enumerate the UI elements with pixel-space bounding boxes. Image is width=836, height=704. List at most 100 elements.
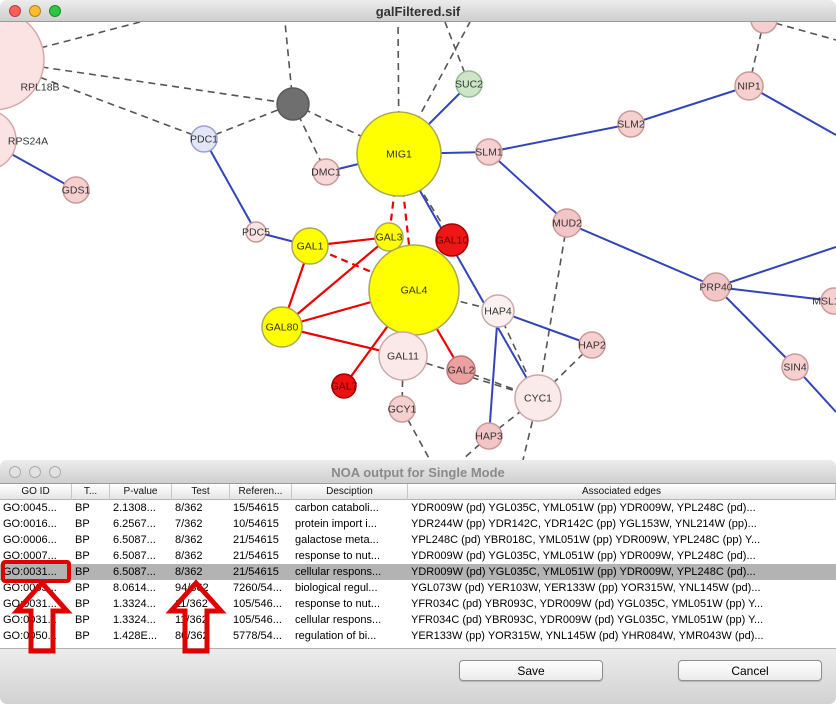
node-label: GAL2 [448, 365, 475, 377]
network-node-slm2[interactable] [617, 110, 645, 138]
table-cell: 6.5087... [113, 550, 156, 562]
network-node-gal3[interactable] [374, 222, 404, 252]
network-node-msl1[interactable] [820, 287, 836, 315]
column-header[interactable]: GO ID [0, 484, 72, 500]
minimize-button-inactive[interactable] [29, 466, 41, 478]
network-node-cyc1[interactable] [514, 374, 562, 422]
table-cell: response to nut... [295, 550, 380, 562]
node-label: GAL80 [266, 322, 299, 334]
network-node-mud2[interactable] [552, 208, 582, 238]
network-node-hap3[interactable] [475, 422, 503, 450]
column-header[interactable]: Associated edges [408, 484, 836, 500]
table-cell: 21/54615 [233, 566, 279, 578]
network-node-nip1[interactable] [734, 71, 764, 101]
network-edge[interactable] [488, 151, 568, 224]
network-node-pdc1[interactable] [190, 125, 218, 153]
network-node-dmc1[interactable] [312, 158, 340, 186]
close-button[interactable] [9, 5, 21, 17]
network-node-gal2[interactable] [446, 355, 476, 385]
table-cell: regulation of bi... [295, 630, 377, 642]
network-edge[interactable] [748, 85, 836, 136]
graph-window-titlebar[interactable]: galFiltered.sif [0, 0, 836, 22]
table-cell: GO:0006... [3, 534, 57, 546]
network-node-gal11[interactable] [378, 331, 428, 381]
network-node-rps24a[interactable] [0, 110, 17, 170]
table-cell: 7/362 [175, 518, 203, 530]
column-header[interactable]: Referen... [230, 484, 292, 500]
node-label: SUC2 [455, 79, 483, 91]
table-cell: 11/362 [175, 598, 208, 610]
network-edge[interactable] [566, 222, 717, 288]
network-node-gal7[interactable] [331, 373, 357, 399]
noa-window-titlebar[interactable]: NOA output for Single Mode [0, 460, 836, 484]
network-node-gcy1[interactable] [388, 395, 416, 423]
network-node-gal80[interactable] [261, 306, 303, 348]
network-edge[interactable] [715, 286, 835, 302]
zoom-button-inactive[interactable] [49, 466, 61, 478]
network-edge[interactable] [281, 236, 390, 328]
node-label: GAL7 [331, 381, 358, 393]
table-cell: 8.0614... [113, 582, 156, 594]
table-cell: GO:0045... [3, 502, 57, 514]
network-node-slm1[interactable] [475, 138, 503, 166]
noa-window-title: NOA output for Single Mode [331, 465, 505, 480]
network-edge[interactable] [203, 103, 294, 140]
close-button-inactive[interactable] [9, 466, 21, 478]
table-cell: YER133W (pp) YOR315W, YNL145W (pd) YHR08… [411, 630, 764, 642]
network-node-hap2[interactable] [578, 331, 606, 359]
zoom-button[interactable] [49, 5, 61, 17]
table-cell: 94/362 [175, 582, 209, 594]
table-cell: 1.3324... [113, 614, 156, 626]
network-node-mig1[interactable] [356, 111, 442, 197]
table-cell: 6.5087... [113, 534, 156, 546]
network-edge[interactable] [715, 286, 796, 368]
network-node-hap4[interactable] [481, 294, 515, 328]
network-edge[interactable] [537, 222, 568, 399]
table-cell: YFR034C (pd) YBR093C, YDR009W (pd) YGL03… [411, 598, 764, 610]
network-edge[interactable] [398, 153, 539, 399]
network-node-gal1[interactable] [291, 227, 329, 265]
column-header[interactable]: T... [72, 484, 110, 500]
network-edge[interactable] [488, 310, 499, 437]
network-node[interactable] [276, 87, 310, 121]
network-edge[interactable] [397, 22, 400, 155]
network-edge[interactable] [401, 408, 431, 460]
node-label: PDC5 [242, 227, 270, 239]
network-node-gal10[interactable] [435, 223, 469, 257]
table-cell: galactose meta... [295, 534, 379, 546]
column-header[interactable]: P-value [110, 484, 172, 500]
network-edge[interactable] [488, 123, 632, 153]
table-cell: BP [75, 534, 90, 546]
column-header[interactable]: Test [172, 484, 230, 500]
network-edge[interactable] [715, 246, 836, 288]
network-node-suc2[interactable] [455, 70, 483, 98]
column-header[interactable]: Desciption [292, 484, 408, 500]
node-label: CYC1 [524, 393, 552, 405]
network-edge[interactable] [522, 397, 539, 460]
network-node-rpl18b[interactable] [0, 22, 45, 111]
network-node-prp40[interactable] [701, 272, 731, 302]
node-label: GAL1 [297, 241, 324, 253]
cancel-button[interactable]: Cancel [678, 660, 822, 681]
minimize-button[interactable] [29, 5, 41, 17]
network-node-sin4[interactable] [781, 353, 809, 381]
network-node-gds1[interactable] [62, 176, 90, 204]
save-button[interactable]: Save [459, 660, 603, 681]
network-edge[interactable] [203, 138, 257, 233]
node-label: GAL4 [401, 285, 428, 297]
network-node[interactable] [750, 22, 778, 34]
network-node-pdc5[interactable] [245, 221, 267, 243]
node-label: HAP4 [484, 306, 512, 318]
network-edge[interactable] [401, 355, 404, 410]
network-edge[interactable] [630, 85, 750, 125]
